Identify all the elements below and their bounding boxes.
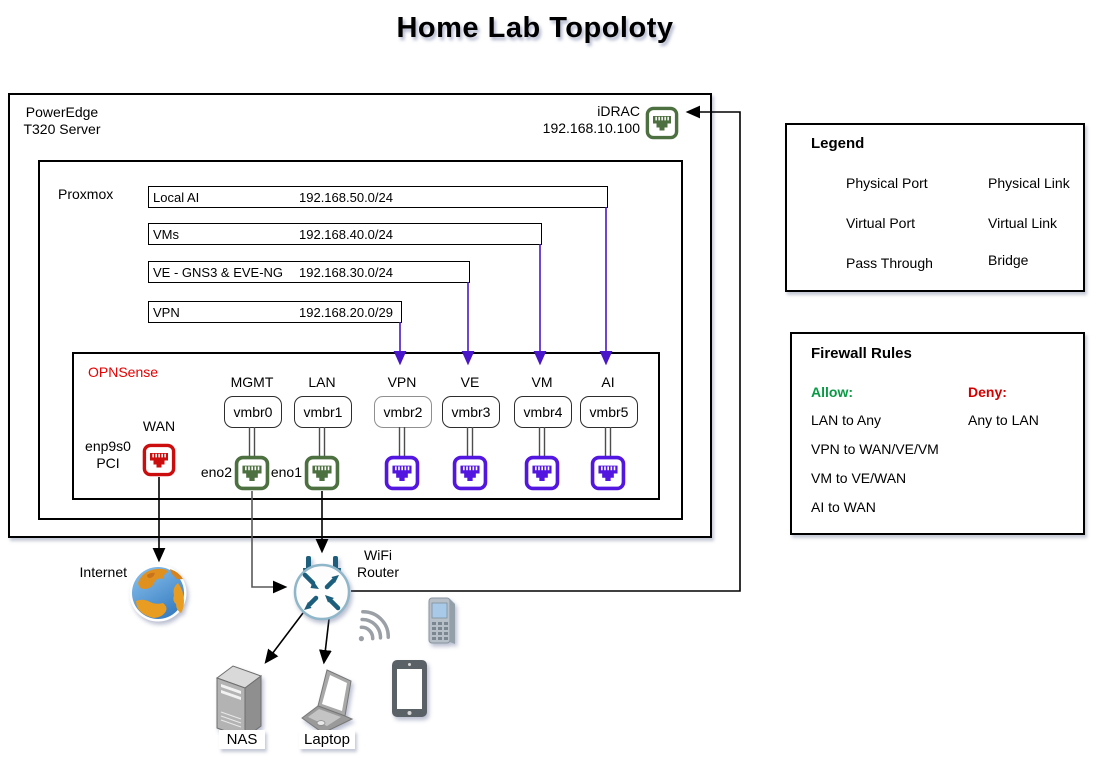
nic-label-eno1: eno1	[270, 464, 302, 480]
role-label-ve: VE	[460, 374, 480, 390]
role-label-ai: AI	[601, 374, 615, 390]
internet-label: Internet	[79, 564, 127, 580]
firewall-title: Firewall Rules	[811, 345, 912, 362]
firewall-allow-rule: VPN to WAN/VE/VM	[811, 441, 939, 457]
firewall-allow-rule: VM to VE/WAN	[811, 470, 907, 486]
wifi-signal-icon	[358, 609, 391, 642]
legend-title: Legend	[811, 135, 865, 152]
nas-label: NAS	[219, 730, 265, 749]
bridge-vmbr0: vmbr0	[224, 396, 282, 428]
wan-passthrough-port-icon	[142, 443, 176, 477]
bridge-vmbr5: vmbr5	[580, 396, 638, 428]
link-router-nas	[264, 612, 304, 664]
laptop-label: Laptop	[299, 730, 355, 749]
role-label-vpn: VPN	[387, 374, 417, 390]
bridge-vmbr4: vmbr4	[514, 396, 572, 428]
nas-icon	[215, 665, 263, 739]
network-row-local-ai: Local AI 192.168.50.0/24	[148, 186, 608, 208]
diagram-title: Home Lab Topoloty	[396, 12, 674, 44]
firewall-allow-header: Allow:	[811, 384, 853, 400]
network-row-vms: VMs 192.168.40.0/24	[148, 223, 542, 245]
vmbr5-virtual-port-icon	[590, 455, 626, 491]
network-cidr: 192.168.50.0/24	[299, 190, 393, 205]
legend-virtual-link-label: Virtual Link	[988, 215, 1058, 231]
network-name: Local AI	[153, 190, 200, 205]
network-name: VMs	[153, 227, 179, 242]
idrac-port-icon	[645, 106, 679, 140]
bridge-vmbr1: vmbr1	[294, 396, 352, 428]
bridge-vmbr2: vmbr2	[374, 396, 432, 428]
bridge-vmbr3: vmbr3	[442, 396, 500, 428]
network-cidr: 192.168.40.0/24	[299, 227, 393, 242]
eno2-port-icon	[234, 455, 270, 491]
link-router-laptop	[319, 618, 332, 665]
nic-label-eno2: eno2	[200, 464, 232, 480]
internet-globe-icon	[129, 564, 187, 622]
firewall-allow-rule: LAN to Any	[811, 412, 882, 428]
legend-physical-link-label: Physical Link	[988, 175, 1070, 191]
network-cidr: 192.168.20.0/29	[299, 305, 393, 320]
vmbr2-virtual-port-icon	[384, 455, 420, 491]
network-row-ve: VE - GNS3 & EVE-NG 192.168.30.0/24	[148, 261, 470, 283]
role-label-lan: LAN	[308, 374, 336, 390]
legend-bridge-label: Bridge	[988, 252, 1029, 268]
network-row-vpn: VPN 192.168.20.0/29	[148, 301, 402, 323]
legend-virtual-port-label: Virtual Port	[846, 215, 915, 231]
network-name: VPN	[153, 305, 180, 320]
legend-passthrough-label: Pass Through	[846, 255, 933, 271]
wan-label: WAN	[142, 418, 176, 434]
tablet-icon	[392, 660, 427, 717]
eno1-port-icon	[304, 455, 340, 491]
firewall-rules-box	[790, 332, 1085, 535]
firewall-deny-header: Deny:	[968, 384, 1007, 400]
proxmox-label: Proxmox	[58, 186, 114, 202]
vmbr3-virtual-port-icon	[452, 455, 488, 491]
laptop-icon	[301, 669, 354, 734]
vmbr4-virtual-port-icon	[524, 455, 560, 491]
wifi-router-icon	[293, 556, 351, 621]
role-label-mgmt: MGMT	[230, 374, 274, 390]
firewall-deny-rule: Any to LAN	[968, 412, 1039, 428]
mobile-phone-icon	[428, 597, 455, 644]
network-name: VE - GNS3 & EVE-NG	[153, 265, 284, 280]
role-label-vm: VM	[531, 374, 553, 390]
firewall-allow-rule: AI to WAN	[811, 499, 876, 515]
legend-box	[785, 123, 1085, 292]
legend-physical-port-label: Physical Port	[846, 175, 928, 191]
network-cidr: 192.168.30.0/24	[299, 265, 393, 280]
opnsense-label: OPNSense	[88, 364, 159, 380]
